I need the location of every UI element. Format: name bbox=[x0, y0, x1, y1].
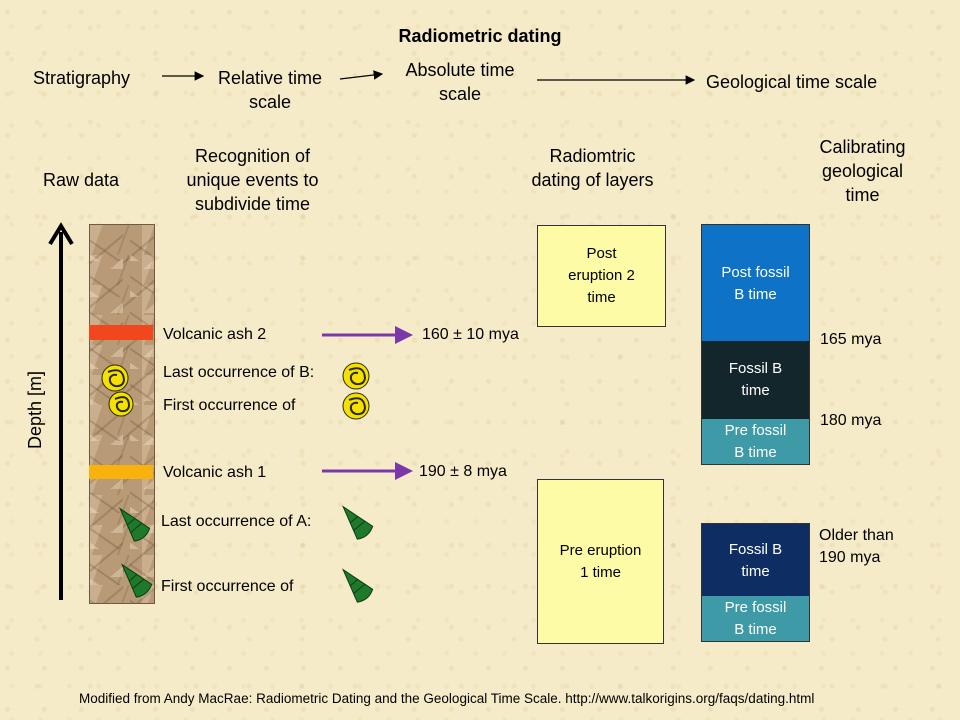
fossil-a-icon bbox=[121, 563, 153, 598]
label-last-occurrence-a: Last occurrence of A: bbox=[161, 513, 312, 530]
fossil-a-icon bbox=[119, 507, 151, 542]
flow-stratigraphy: Stratigraphy bbox=[33, 68, 131, 88]
pre-eruption-1-box: Pre eruption 1 time bbox=[537, 479, 664, 644]
rock-column bbox=[89, 224, 155, 604]
age-older-than-190: Older than 190 mya bbox=[819, 527, 894, 566]
volcanic-ash-1-layer bbox=[89, 465, 153, 479]
fossil-a-icon bbox=[342, 568, 374, 603]
flow-arrow-2 bbox=[339, 70, 384, 80]
post-eruption-2-box: Post eruption 2 time bbox=[537, 225, 666, 327]
credit-text: Modified from Andy MacRae: Radiometric D… bbox=[79, 691, 815, 706]
label-first-occurrence-b: First occurrence of bbox=[163, 397, 296, 414]
label-first-occurrence-a: First occurrence of bbox=[161, 578, 294, 595]
age-180-mya: 180 mya bbox=[820, 412, 882, 429]
header-raw-data: Raw data bbox=[43, 170, 120, 190]
fossil-a-icon bbox=[342, 505, 374, 540]
flow-relative-time-scale: Relative time scale bbox=[217, 68, 323, 112]
post-fossil-b-box: Post fossil B time bbox=[701, 224, 810, 342]
page-title: Radiometric dating bbox=[398, 26, 562, 46]
label-last-occurrence-b: Last occurrence of B: bbox=[163, 364, 315, 381]
label-volcanic-ash-2: Volcanic ash 2 bbox=[163, 326, 267, 343]
fossil-b-icon bbox=[342, 362, 370, 390]
label-volcanic-ash-1: Volcanic ash 1 bbox=[163, 464, 267, 481]
fossil-b-icon bbox=[342, 392, 370, 420]
flow-absolute-time-scale: Absolute time scale bbox=[405, 60, 515, 104]
date-ash-1: 190 ± 8 mya bbox=[419, 463, 507, 480]
fossil-b-icon bbox=[108, 391, 134, 417]
fossil-b-time-box-lower: Fossil B time bbox=[701, 523, 810, 597]
header-radiometric: Radiomtric dating of layers bbox=[531, 146, 654, 190]
fossil-b-time-box: Fossil B time bbox=[701, 341, 810, 419]
age-165-mya: 165 mya bbox=[820, 331, 882, 348]
header-calibrating: Calibrating geological time bbox=[819, 137, 906, 205]
header-recognition: Recognition of unique events to subdivid… bbox=[186, 146, 319, 214]
pre-fossil-b-box: Pre fossil B time bbox=[701, 419, 810, 465]
depth-arrow-head bbox=[48, 222, 74, 246]
date-ash-2: 160 ± 10 mya bbox=[422, 326, 519, 343]
fossil-b-icon bbox=[101, 364, 129, 392]
flow-geological-time-scale: Geological time scale bbox=[706, 72, 878, 92]
volcanic-ash-2-layer bbox=[89, 325, 153, 340]
pre-fossil-b-box-lower: Pre fossil B time bbox=[701, 596, 810, 642]
